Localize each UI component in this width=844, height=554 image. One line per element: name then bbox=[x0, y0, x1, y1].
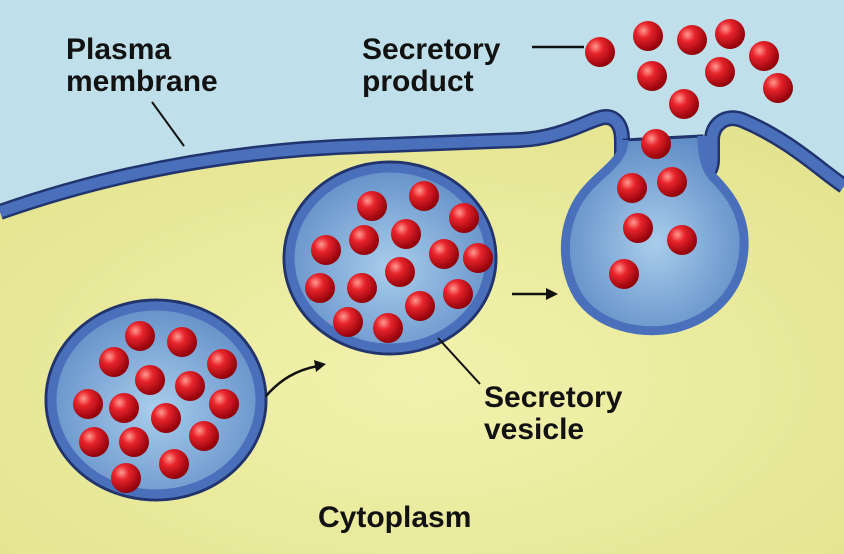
granule bbox=[357, 191, 387, 221]
granule bbox=[391, 219, 421, 249]
granule bbox=[637, 61, 667, 91]
label-cytoplasm: Cytoplasm bbox=[318, 502, 471, 534]
granule bbox=[763, 73, 793, 103]
granule bbox=[73, 389, 103, 419]
granule bbox=[617, 173, 647, 203]
granule bbox=[189, 421, 219, 451]
granule bbox=[409, 181, 439, 211]
granule bbox=[333, 307, 363, 337]
granule bbox=[119, 427, 149, 457]
granule bbox=[347, 273, 377, 303]
granule bbox=[151, 403, 181, 433]
granule bbox=[657, 167, 687, 197]
granule bbox=[349, 225, 379, 255]
granule bbox=[311, 235, 341, 265]
granule bbox=[373, 313, 403, 343]
granule bbox=[167, 327, 197, 357]
granule bbox=[449, 203, 479, 233]
label-plasma-membrane: Plasma membrane bbox=[66, 34, 218, 98]
granule bbox=[175, 371, 205, 401]
label-line: membrane bbox=[66, 66, 218, 98]
label-secretory-vesicle: Secretory vesicle bbox=[484, 382, 622, 446]
granule bbox=[111, 463, 141, 493]
granule bbox=[305, 273, 335, 303]
granule bbox=[443, 279, 473, 309]
granule bbox=[109, 393, 139, 423]
label-line: vesicle bbox=[484, 414, 622, 446]
granule bbox=[99, 347, 129, 377]
granule bbox=[633, 21, 663, 51]
granule bbox=[667, 225, 697, 255]
granule bbox=[585, 37, 615, 67]
granule bbox=[135, 365, 165, 395]
granule bbox=[125, 321, 155, 351]
granule bbox=[705, 57, 735, 87]
granule bbox=[669, 89, 699, 119]
granule bbox=[641, 129, 671, 159]
label-line: Plasma bbox=[66, 34, 218, 66]
granule bbox=[677, 25, 707, 55]
granule bbox=[209, 389, 239, 419]
granule bbox=[749, 41, 779, 71]
granule bbox=[79, 427, 109, 457]
granule bbox=[159, 449, 189, 479]
granule bbox=[463, 243, 493, 273]
granule bbox=[429, 239, 459, 269]
label-line: Secretory bbox=[362, 34, 500, 66]
granule bbox=[609, 259, 639, 289]
granule bbox=[385, 257, 415, 287]
granule bbox=[405, 291, 435, 321]
granule bbox=[623, 213, 653, 243]
granule bbox=[207, 349, 237, 379]
label-line: Secretory bbox=[484, 382, 622, 414]
label-line: product bbox=[362, 66, 500, 98]
granule bbox=[715, 19, 745, 49]
label-secretory-product: Secretory product bbox=[362, 34, 500, 98]
